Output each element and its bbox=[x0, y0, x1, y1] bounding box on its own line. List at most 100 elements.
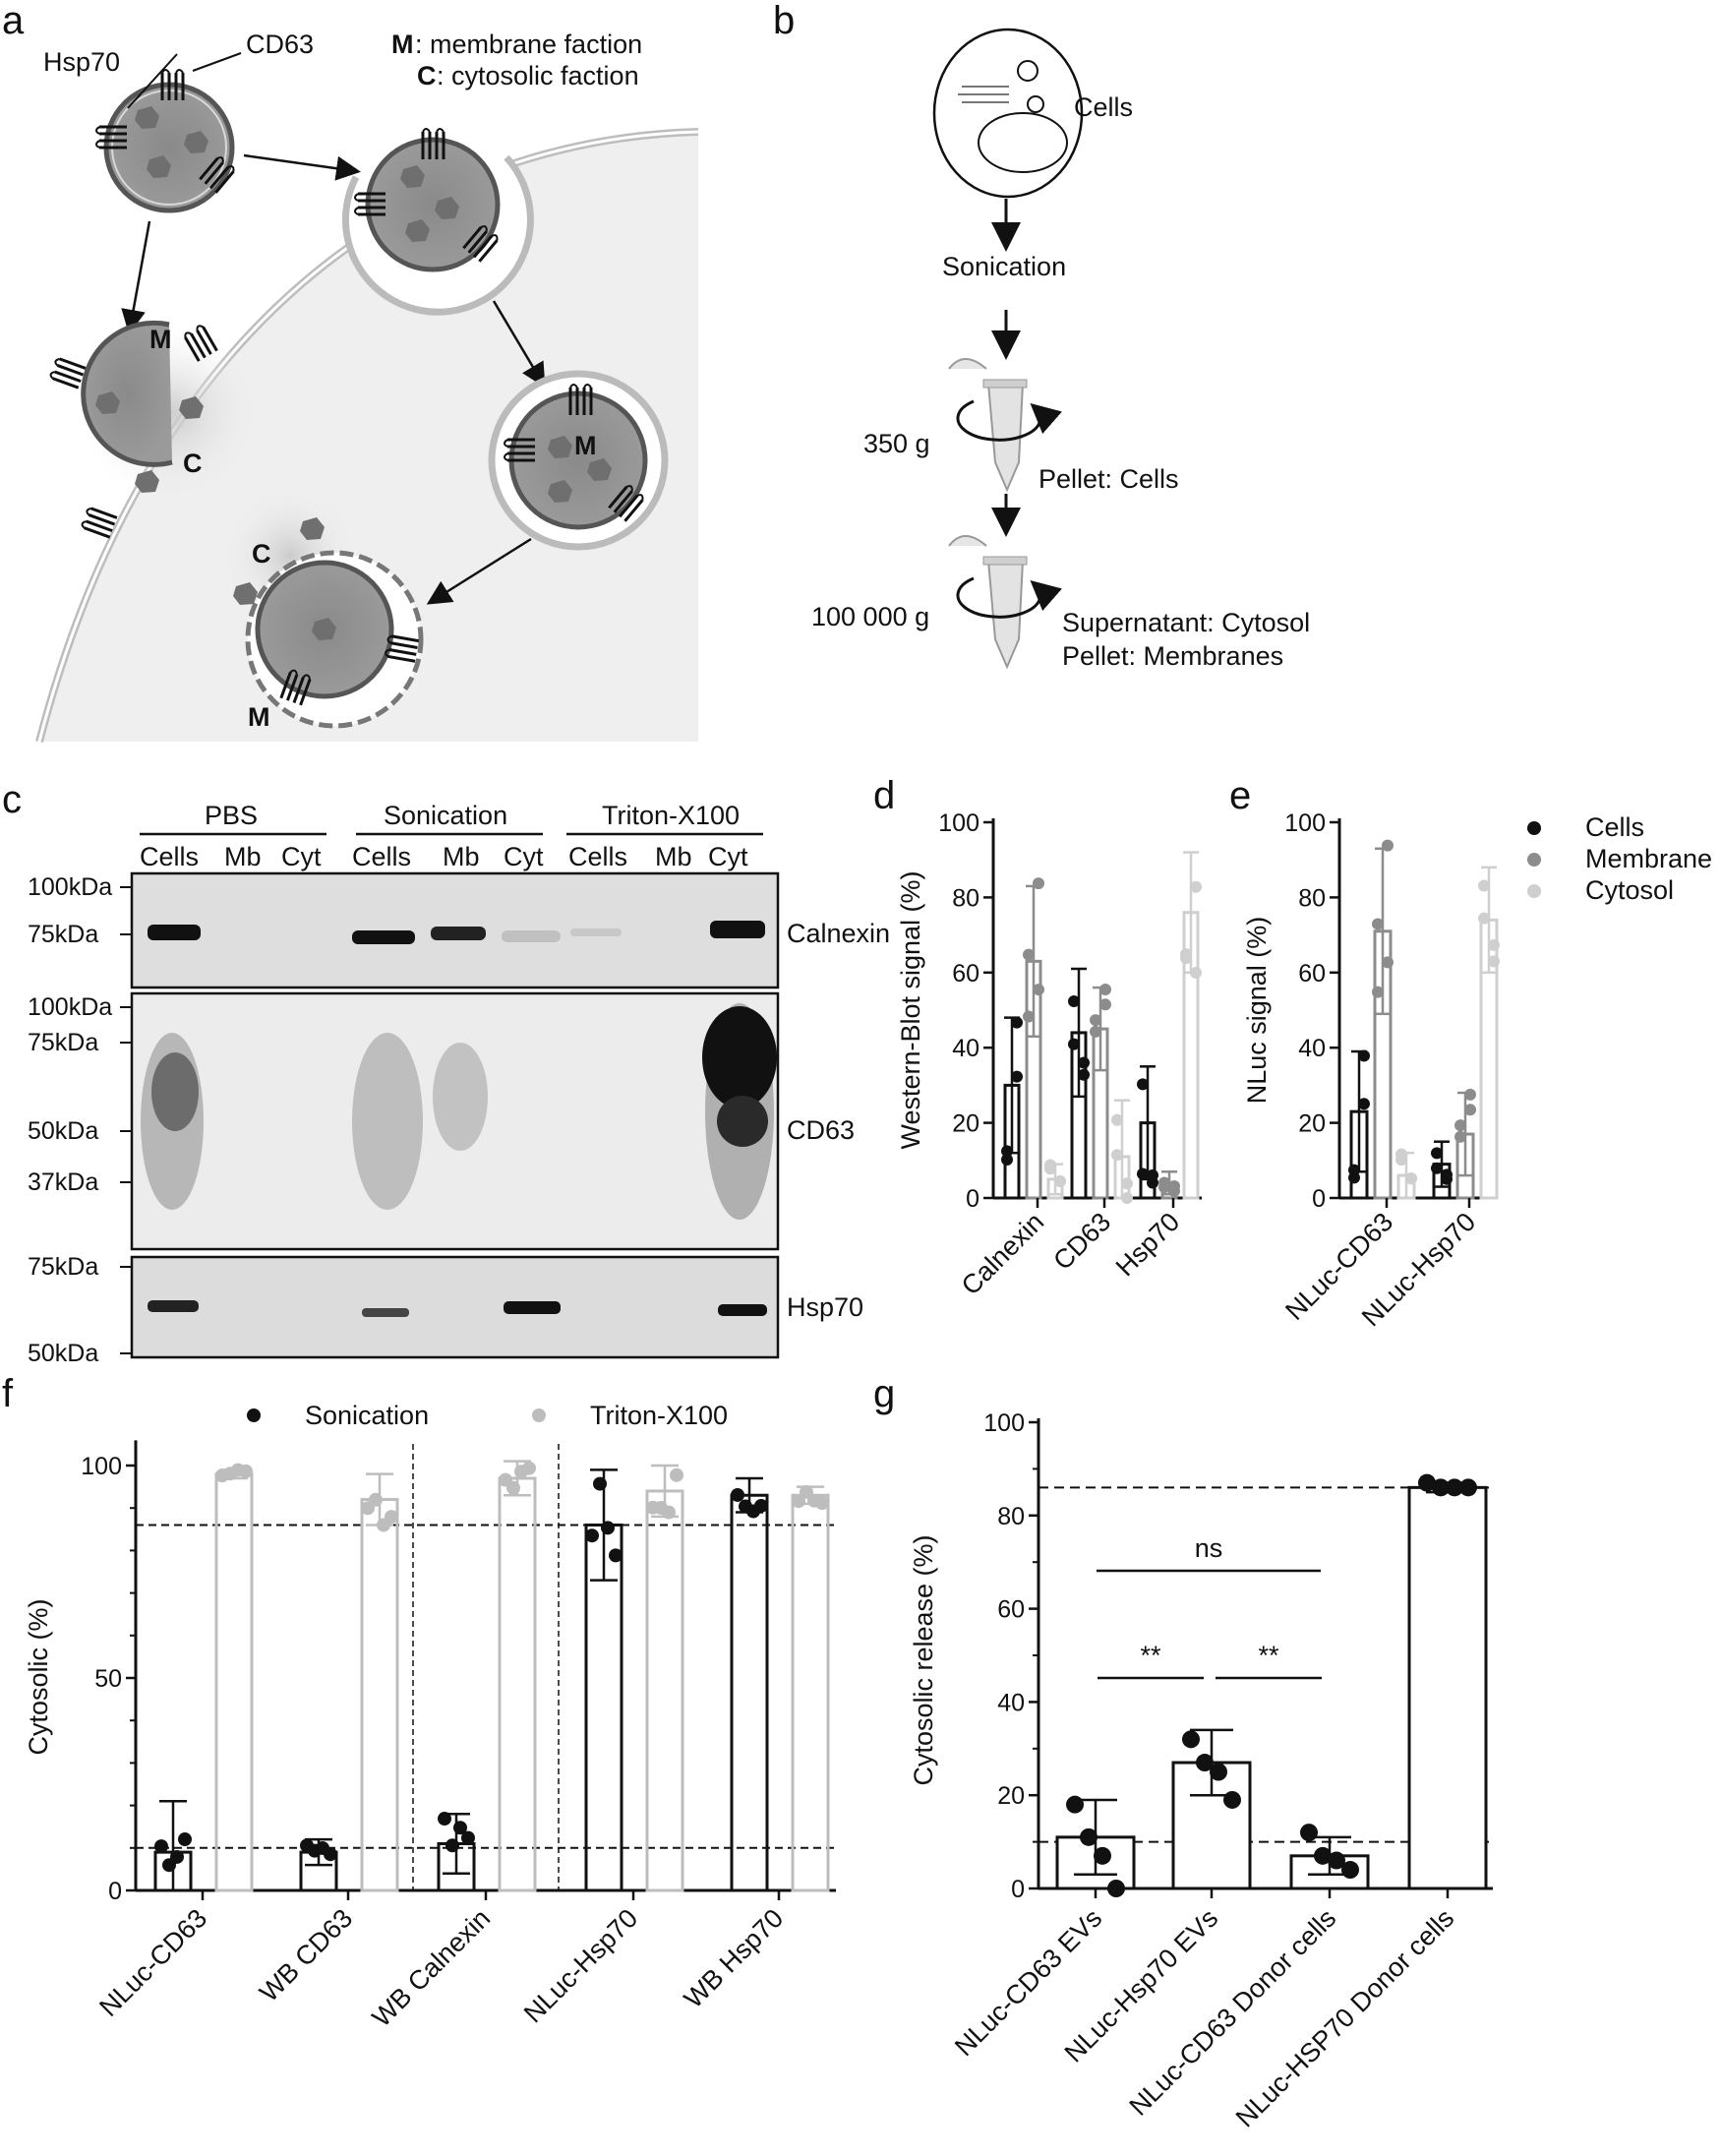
data-point bbox=[1090, 1014, 1101, 1027]
legend-marker bbox=[1527, 821, 1541, 835]
legend-m-key: M bbox=[391, 30, 414, 59]
data-point bbox=[585, 1528, 599, 1543]
y-tick-label: 0 bbox=[108, 1878, 122, 1905]
legend-label: Cytosol bbox=[1585, 875, 1674, 905]
y-tick-label: 80 bbox=[997, 1503, 1025, 1530]
data-point bbox=[1341, 1861, 1359, 1880]
panel-letter-b: b bbox=[773, 0, 795, 42]
legend-c-text: : cytosolic faction bbox=[437, 61, 639, 90]
blot-label-hsp70: Hsp70 bbox=[787, 1292, 863, 1322]
tube-1 bbox=[948, 358, 1062, 493]
group-label-triton: Triton-X100 bbox=[602, 801, 740, 830]
y-tick-label: 80 bbox=[1298, 884, 1326, 912]
group-label-pbs: PBS bbox=[205, 801, 258, 830]
data-point bbox=[1033, 877, 1044, 890]
data-point bbox=[1395, 1148, 1407, 1161]
bar bbox=[645, 1489, 684, 1892]
data-point bbox=[1300, 1824, 1318, 1842]
data-point bbox=[1054, 1175, 1066, 1188]
spin2-speed: 100 000 g bbox=[811, 602, 929, 631]
data-point bbox=[438, 1812, 451, 1827]
lane-label: Mb bbox=[224, 842, 262, 871]
bar bbox=[730, 1493, 769, 1892]
data-point bbox=[1099, 983, 1111, 995]
data-point bbox=[239, 1464, 253, 1478]
spin1-speed: 350 g bbox=[863, 429, 930, 458]
y-tick-label: 40 bbox=[1298, 1035, 1326, 1062]
y-tick-label: 0 bbox=[1011, 1876, 1025, 1903]
data-point bbox=[1190, 880, 1202, 893]
data-point bbox=[1464, 1088, 1476, 1101]
data-point bbox=[1044, 1159, 1056, 1171]
x-tick-label: NLuc-CD63 Donor cells bbox=[1123, 1903, 1341, 2122]
legend-marker bbox=[1527, 884, 1541, 898]
vesicle-free bbox=[94, 68, 237, 213]
data-point bbox=[1372, 986, 1384, 998]
data-point bbox=[1488, 955, 1500, 968]
data-point bbox=[1111, 1149, 1123, 1162]
data-point bbox=[1121, 1192, 1133, 1204]
panel-a-schematic: Hsp70 CD63 M : membrane faction C : cyto… bbox=[30, 30, 699, 744]
data-point bbox=[324, 1847, 337, 1862]
data-point bbox=[445, 1838, 459, 1853]
label-c-escape: C bbox=[252, 539, 271, 569]
lane-label: Mb bbox=[443, 842, 480, 871]
data-point bbox=[1001, 1145, 1013, 1158]
data-point bbox=[1158, 1176, 1170, 1189]
tube-2 bbox=[948, 535, 1062, 670]
data-point bbox=[1011, 1070, 1023, 1083]
data-point bbox=[1432, 1478, 1450, 1497]
y-tick-label: 20 bbox=[952, 1110, 979, 1138]
legend-label: Triton-X100 bbox=[590, 1401, 728, 1430]
data-point bbox=[1328, 1851, 1345, 1870]
lane-label: Cells bbox=[352, 842, 411, 871]
data-point bbox=[1358, 1098, 1370, 1110]
kda-marker: 37kDa bbox=[28, 1168, 98, 1196]
panel-letter-c: c bbox=[2, 778, 22, 821]
bar bbox=[214, 1472, 254, 1892]
data-point bbox=[1382, 839, 1394, 852]
data-point bbox=[792, 1494, 805, 1509]
data-point bbox=[1182, 1730, 1200, 1749]
data-point bbox=[1223, 1790, 1241, 1809]
data-point bbox=[1418, 1473, 1436, 1492]
data-point bbox=[1023, 1010, 1035, 1023]
bar bbox=[498, 1476, 537, 1892]
data-point bbox=[170, 1849, 184, 1864]
y-tick-label: 60 bbox=[997, 1596, 1025, 1624]
lane-label: Cells bbox=[140, 842, 199, 871]
y-axis-label: Cytosolic release (%) bbox=[909, 1534, 938, 1785]
data-point bbox=[1068, 1038, 1080, 1050]
data-point bbox=[609, 1548, 623, 1563]
panel-letter-d: d bbox=[873, 774, 895, 817]
data-point bbox=[1459, 1478, 1477, 1497]
lane-label: Cyt bbox=[708, 842, 748, 871]
label-m-escape: M bbox=[248, 702, 270, 732]
x-tick-label: CD63 bbox=[1047, 1207, 1116, 1276]
endosome-escape bbox=[221, 487, 424, 729]
data-point bbox=[1478, 879, 1490, 892]
hsp70-label: Hsp70 bbox=[43, 47, 120, 77]
blot-label-cd63: CD63 bbox=[787, 1115, 855, 1145]
vesicle-endocytosis bbox=[342, 127, 534, 316]
data-point bbox=[593, 1476, 607, 1491]
legend-c-key: C bbox=[417, 61, 437, 90]
data-point bbox=[1431, 1162, 1443, 1174]
data-point bbox=[1168, 1184, 1180, 1197]
data-point bbox=[1078, 1068, 1090, 1081]
lane-label: Cyt bbox=[281, 842, 322, 871]
data-point bbox=[1454, 1130, 1466, 1143]
data-point bbox=[1454, 1119, 1466, 1132]
data-point bbox=[522, 1461, 536, 1475]
kda-marker: 75kDa bbox=[28, 1253, 98, 1281]
data-point bbox=[1099, 998, 1111, 1011]
cell-drawing bbox=[932, 28, 1084, 199]
legend-label: Cells bbox=[1585, 812, 1644, 842]
cells-label: Cells bbox=[1074, 92, 1133, 122]
lane-label: Mb bbox=[655, 842, 692, 871]
sonication-label: Sonication bbox=[942, 252, 1066, 281]
